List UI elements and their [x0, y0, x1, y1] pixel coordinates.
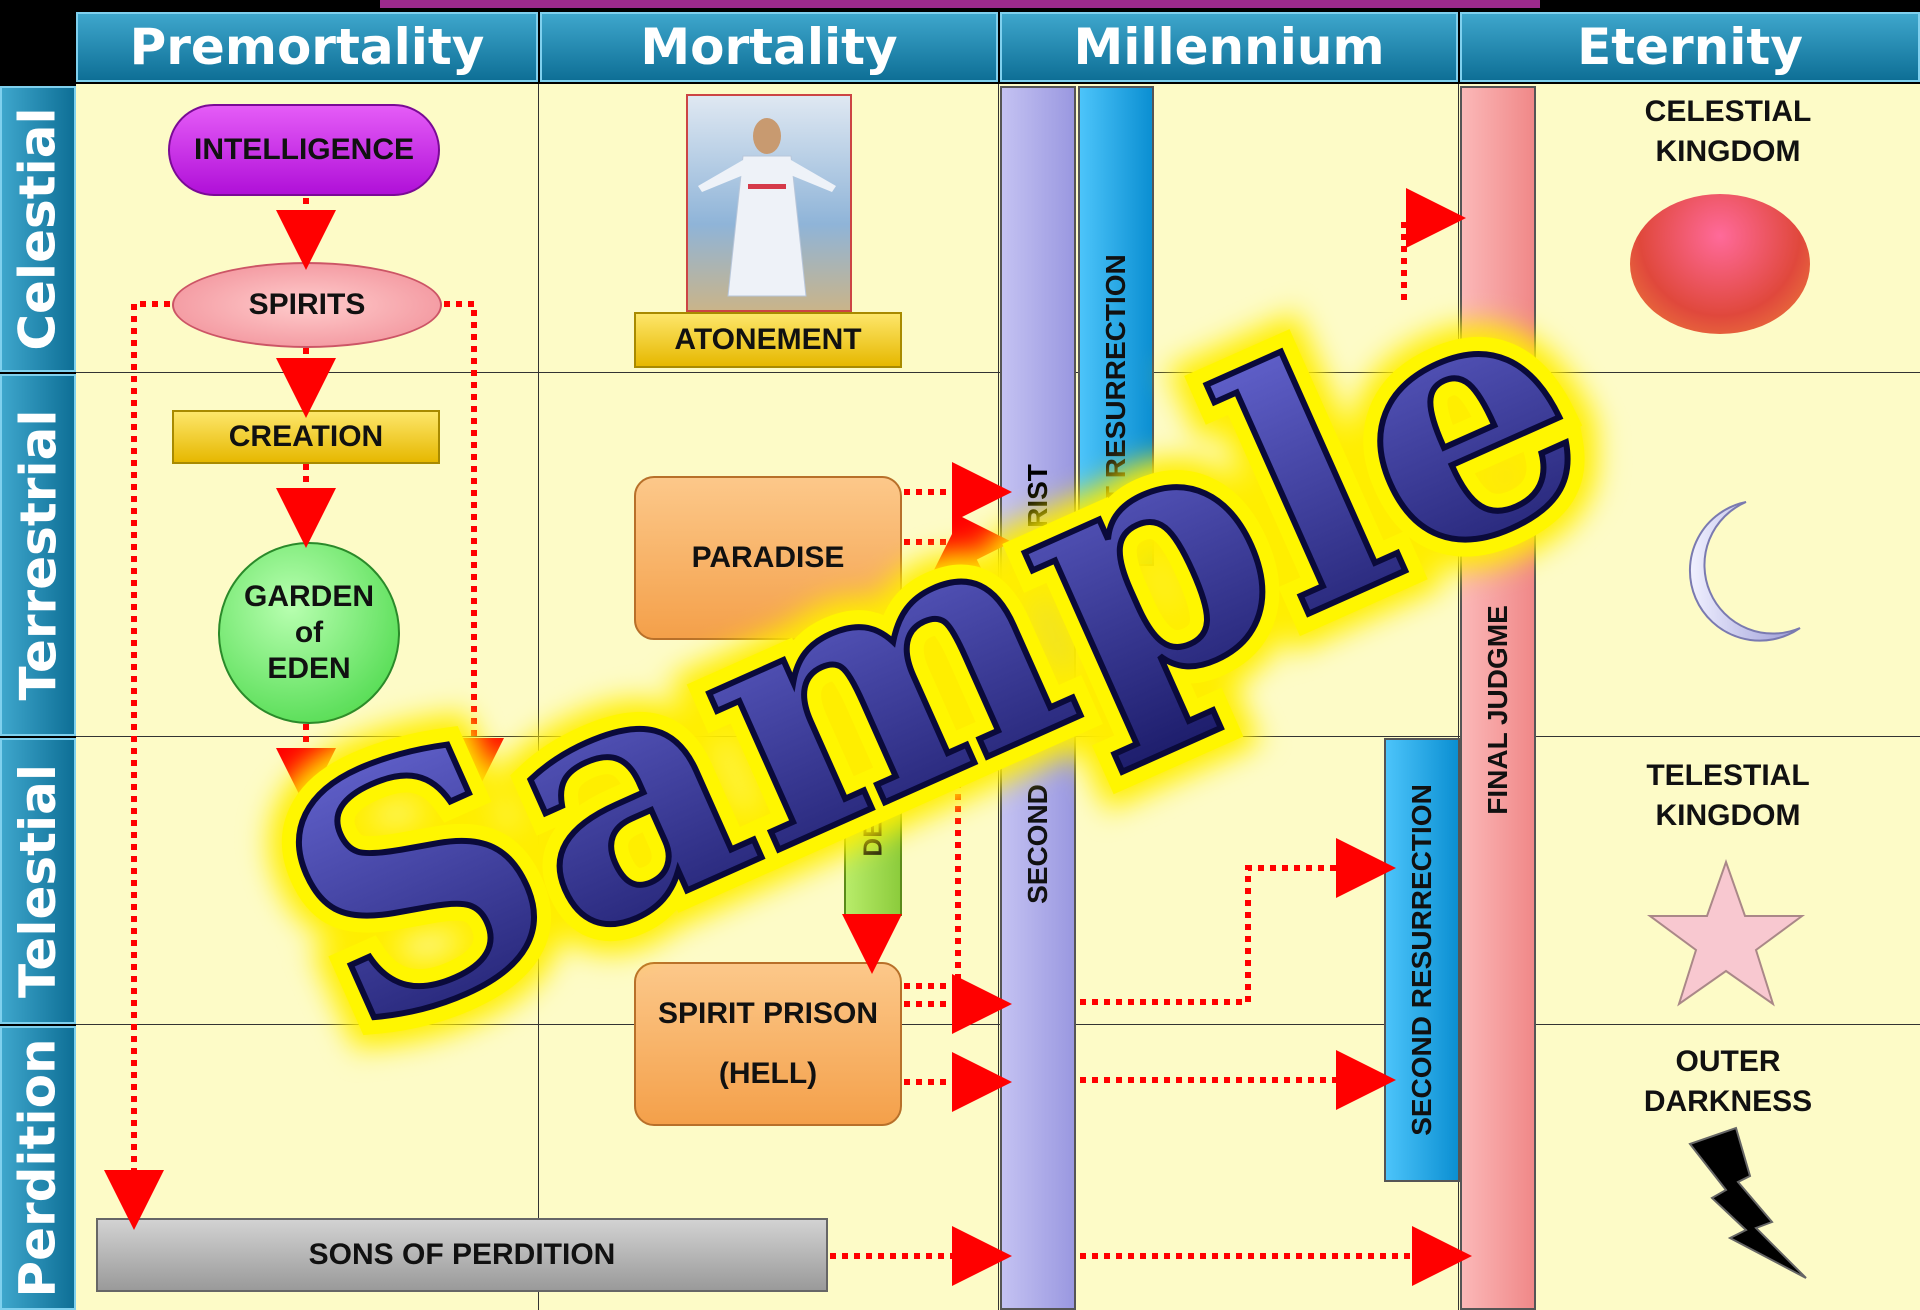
death-bar: DE — [844, 760, 902, 916]
row-header-telestial: Telestial — [0, 738, 76, 1024]
column-header-eternity: Eternity — [1460, 12, 1920, 82]
final-judgment-bar: FINAL JUDGME — [1460, 86, 1536, 1310]
moon-icon — [1688, 501, 1801, 642]
arrow-spirits-to-perdition — [104, 301, 170, 1230]
atonement-node: ATONEMENT — [634, 312, 902, 368]
column-header-millennium: Millennium — [1000, 12, 1458, 82]
svg-text:Sample: Sample — [229, 199, 1636, 1110]
sun-icon — [1630, 194, 1810, 334]
second-resurrection-bar: SECOND RESURRECTION — [1384, 738, 1460, 1182]
creation-node: CREATION — [172, 410, 440, 464]
row-header-terrestrial: Terrestrial — [0, 374, 76, 736]
arrow-prison-up — [904, 522, 988, 989]
column-divider — [1458, 84, 1459, 1310]
arrow-to-second-resurrection-1 — [1080, 838, 1396, 1005]
outer-darkness-label: OUTER DARKNESS — [1643, 1045, 1813, 1118]
row-header-celestial: Celestial — [0, 86, 76, 372]
spirits-node: SPIRITS — [172, 262, 442, 348]
column-divider — [538, 84, 539, 1310]
first-resurrection-bar: ST RESURRECTION — [1078, 86, 1154, 566]
column-header-mortality: Mortality — [540, 12, 998, 82]
christ-figure-illustration — [698, 118, 836, 297]
spirit-prison-node: SPIRIT PRISON (HELL) — [634, 962, 902, 1126]
celestial-kingdom-label: CELESTIAL KINGDOM — [1644, 95, 1812, 168]
intelligence-node: INTELLIGENCE — [168, 104, 440, 196]
sons-of-perdition-bar: SONS OF PERDITION — [96, 1218, 828, 1292]
arrow-spirits-right — [444, 301, 504, 798]
telestial-kingdom-label: TELESTIAL KINGDOM — [1646, 759, 1810, 832]
paradise-node: PARADISE — [634, 476, 902, 640]
arrow-to-celestial — [1401, 188, 1466, 300]
star-icon — [1646, 858, 1806, 1007]
row-header-perdition: Perdition — [0, 1026, 76, 1310]
top-accent-bar — [380, 0, 1540, 8]
lightning-bolt-icon — [1688, 1126, 1807, 1279]
column-header-premortality: Premortality — [76, 12, 538, 82]
second-coming-bar: SECOND — [1000, 86, 1076, 1310]
column-divider — [998, 84, 999, 1310]
garden-of-eden-node: GARDEN of EDEN — [218, 542, 400, 724]
christ-image — [686, 94, 852, 312]
